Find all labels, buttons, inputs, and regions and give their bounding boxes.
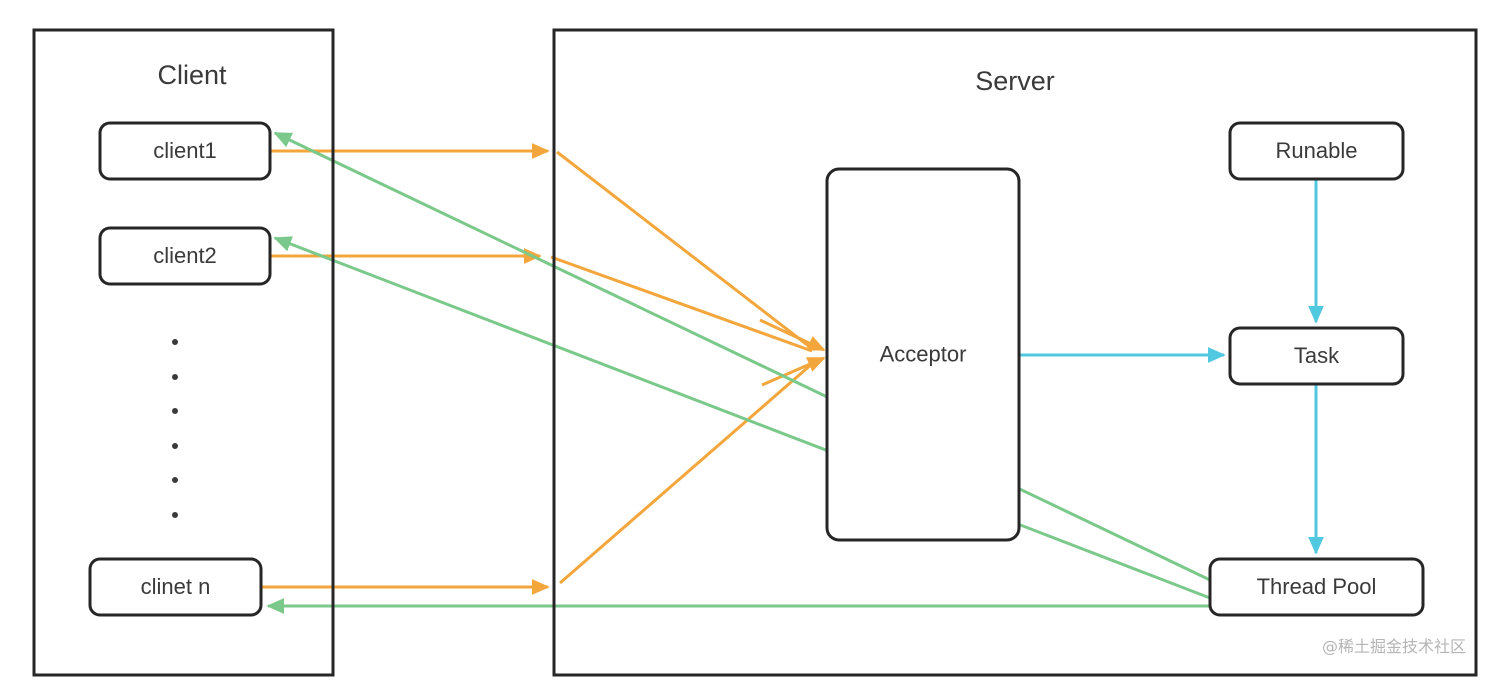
node-clientn[interactable]: clinet n bbox=[88, 557, 263, 617]
node-threadpool-box[interactable] bbox=[1208, 557, 1425, 617]
node-client2[interactable]: client2 bbox=[98, 226, 272, 286]
client-container: Client bbox=[32, 28, 335, 677]
node-runable-label: Runable bbox=[1276, 138, 1358, 163]
node-layer: client1 client2 clinet n Acceptor RunableTas… bbox=[88, 121, 1425, 617]
edge-boundary-to-acceptor-2 bbox=[550, 255, 813, 353]
node-acceptor-box[interactable] bbox=[825, 167, 1021, 542]
ellipsis-dot-6 bbox=[172, 512, 178, 518]
ellipsis-dot-5 bbox=[172, 477, 178, 483]
edge-layer bbox=[261, 131, 1324, 614]
node-client2-box[interactable] bbox=[98, 226, 272, 286]
node-client2-label: client2 bbox=[153, 243, 217, 268]
edge-acceptor-in-arrow-b bbox=[761, 356, 826, 387]
edge-acceptor-in-arrow-a bbox=[759, 318, 826, 352]
node-runable[interactable]: Runable bbox=[1228, 121, 1405, 181]
node-task-box[interactable] bbox=[1228, 326, 1405, 386]
node-task-label: Task bbox=[1294, 343, 1340, 368]
node-runable-box[interactable] bbox=[1228, 121, 1405, 181]
server-container-border bbox=[552, 28, 1478, 677]
watermark-label: @稀土掘金技术社区 bbox=[1322, 637, 1466, 656]
ellipsis-dot-3 bbox=[172, 408, 178, 414]
node-client1-label: client1 bbox=[153, 138, 217, 163]
node-clientn-box[interactable] bbox=[88, 557, 263, 617]
edge-threadpool-to-client2 bbox=[273, 236, 1211, 600]
ellipsis-dot-4 bbox=[172, 443, 178, 449]
client-ellipsis bbox=[172, 339, 178, 518]
server-container-title: Server bbox=[975, 66, 1055, 96]
edge-boundary-to-acceptor-3 bbox=[559, 361, 814, 585]
ellipsis-dot-2 bbox=[172, 374, 178, 380]
edge-threadpool-to-client1 bbox=[273, 131, 1211, 582]
node-client1-box[interactable] bbox=[98, 121, 272, 181]
node-task[interactable]: Task bbox=[1228, 326, 1405, 386]
node-threadpool-label: Thread Pool bbox=[1257, 574, 1377, 599]
node-acceptor[interactable]: Acceptor bbox=[825, 167, 1021, 542]
server-container: Server bbox=[552, 28, 1478, 677]
node-threadpool[interactable]: Thread Pool bbox=[1208, 557, 1425, 617]
ellipsis-dot-1 bbox=[172, 339, 178, 345]
client-container-border bbox=[32, 28, 335, 677]
container-layer: Client Server bbox=[32, 28, 1478, 677]
node-acceptor-label: Acceptor bbox=[880, 341, 967, 366]
node-clientn-label: clinet n bbox=[141, 574, 211, 599]
edge-boundary-to-acceptor-1 bbox=[556, 150, 811, 349]
node-client1[interactable]: client1 bbox=[98, 121, 272, 181]
client-container-title: Client bbox=[157, 60, 227, 90]
